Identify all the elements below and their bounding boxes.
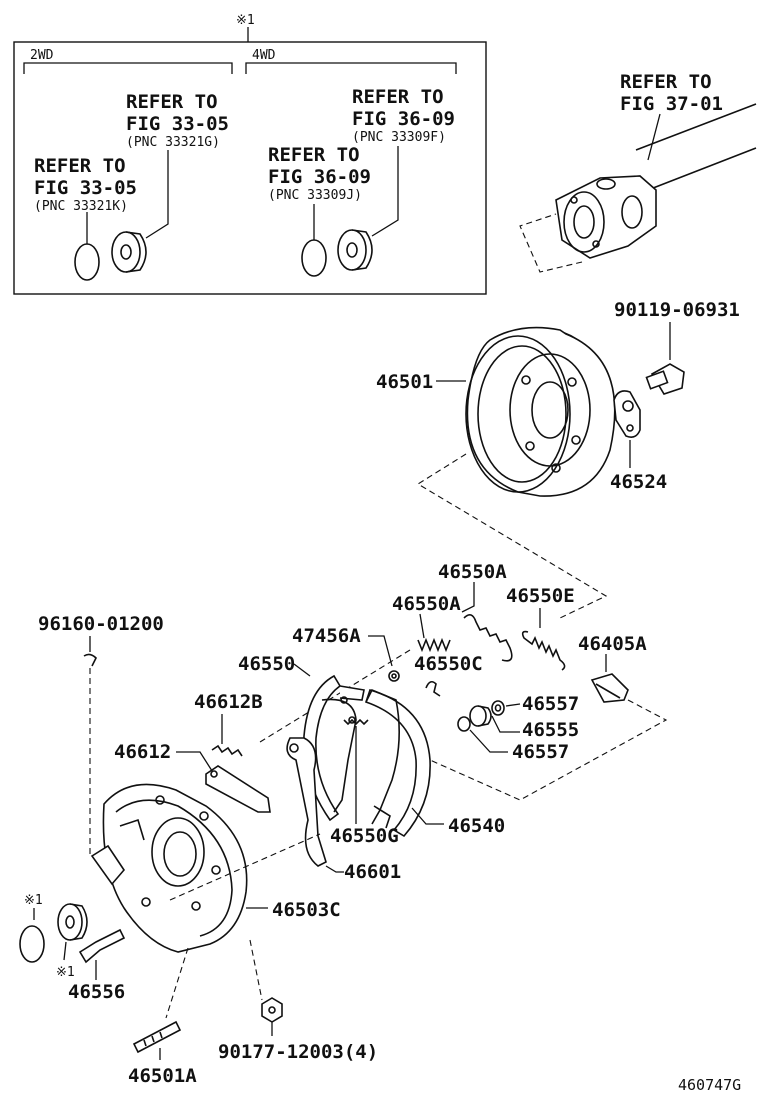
shoe-46540 [364,688,431,838]
spring-46550A-long-icon [463,614,513,662]
ref-3-line2: FIG 36-09 [352,108,455,130]
brake-drum [465,326,616,497]
o-ring-4wd-icon [301,239,327,277]
cup-seal-4wd-icon [337,229,373,271]
cup-seal-note-icon [57,903,88,941]
note-mark-a: ※1 [24,893,43,908]
ref-4-line3: (PNC 33309J) [268,188,362,203]
label-46601: 46601 [344,861,401,883]
axle-ref-line2: FIG 37-01 [620,93,723,115]
label-46524: 46524 [610,471,667,493]
label-46550: 46550 [238,653,295,675]
figure-id: 460747G [678,1076,741,1094]
label-46501: 46501 [376,371,433,393]
o-ring-2wd-icon [74,243,100,281]
label-46503C: 46503C [272,899,341,921]
seal-46557b-icon [457,716,471,732]
lever-46601-icon [286,737,327,867]
nut-90177-icon [261,997,283,1023]
bleeder-46405A-icon [590,673,629,703]
label-46550E: 46550E [506,585,575,607]
clip-96160-icon [83,653,97,667]
label-46556: 46556 [68,981,125,1003]
inset-note-mark: ※1 [236,13,255,28]
label-46550A: 46550A [392,593,461,615]
spring-46612B-icon [211,744,243,757]
ref-3-line3: (PNC 33309F) [352,130,446,145]
bolt-46556-icon [78,928,126,964]
ref-4-line1: REFER TO [268,144,360,166]
ref-1-line3: (PNC 33321G) [126,135,220,150]
label-46557-a: 46557 [522,693,579,715]
spring-46550G-icon [343,718,369,726]
group-label-4wd: 4WD [252,48,276,63]
ref-2-line2: FIG 33-05 [34,177,137,199]
spring-46550A-icon [417,637,451,653]
piston-46555-icon [469,705,492,727]
note-mark-b: ※1 [56,965,75,980]
label-46540: 46540 [448,815,505,837]
label-46555: 46555 [522,719,579,741]
ref-2-line3: (PNC 33321K) [34,199,128,214]
plate-46524-icon [613,390,641,438]
label-46550G: 46550G [330,825,399,847]
ref-2-line1: REFER TO [34,155,126,177]
group-label-2wd: 2WD [30,48,54,63]
bolt-90119-icon [645,363,685,395]
backing-plate-46503C [90,783,248,953]
spring-46550E-icon [521,630,566,671]
label-47456A: 47456A [292,625,361,647]
label-46557-b: 46557 [512,741,569,763]
label-90177-12003: 90177-12003(4) [218,1041,378,1063]
label-46405A: 46405A [578,633,647,655]
cup-seal-2wd-icon [111,231,147,273]
label-46550A-top: 46550A [438,561,507,583]
inset-box: ※1 2WD 4WD REFER TO FIG 33-05 (PNC 33321… [13,13,487,295]
label-46501A: 46501A [128,1065,197,1087]
axle-housing: REFER TO FIG 37-01 [555,71,757,259]
o-ring-note-icon [19,925,45,963]
label-46550C: 46550C [414,653,483,675]
clip-46550C-icon [425,680,441,697]
ref-1-line1: REFER TO [126,91,218,113]
strut-46612-icon [205,765,271,813]
label-96160-01200: 96160-01200 [38,613,164,635]
axle-ref-line1: REFER TO [620,71,712,93]
ref-3-line1: REFER TO [352,86,444,108]
label-46612B: 46612B [194,691,263,713]
ref-1-line2: FIG 33-05 [126,113,229,135]
seal-46557a-icon [491,700,505,716]
label-90119-06931: 90119-06931 [614,299,740,321]
washer-47456A-icon [388,670,400,682]
ref-4-line2: FIG 36-09 [268,166,371,188]
stud-46501A-icon [132,1020,182,1054]
label-46612: 46612 [114,741,171,763]
